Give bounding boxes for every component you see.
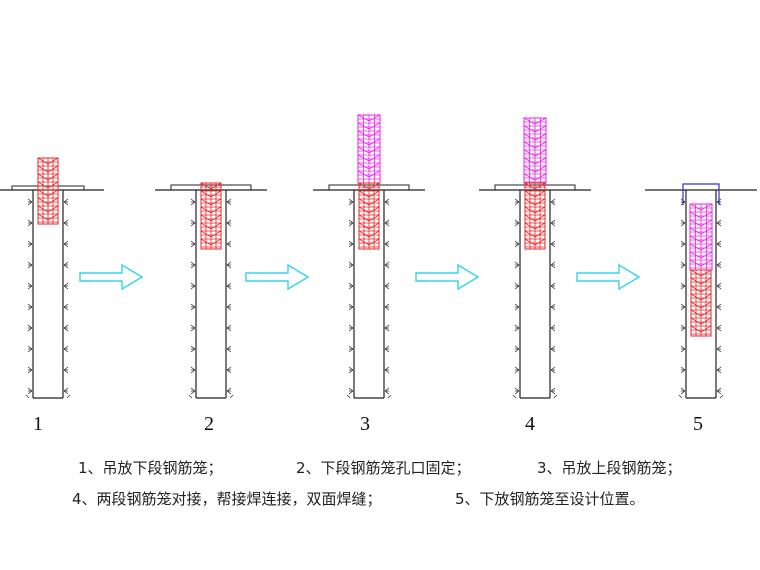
lower-rebar-cage bbox=[690, 269, 712, 337]
upper-rebar-cage bbox=[523, 117, 547, 184]
caption-step-3: 3、吊放上段钢筋笼； bbox=[537, 459, 682, 477]
borehole-step-2 bbox=[155, 182, 267, 399]
step-number-3: 3 bbox=[360, 413, 370, 435]
step-number-4: 4 bbox=[525, 413, 535, 435]
borehole-step-1 bbox=[0, 157, 104, 399]
caption-step-2: 2、下段钢筋笼孔口固定； bbox=[296, 459, 471, 477]
borehole-step-5 bbox=[645, 183, 757, 399]
lower-rebar-cage bbox=[200, 182, 222, 250]
caption-step-5: 5、下放钢筋笼至设计位置。 bbox=[455, 490, 645, 508]
progress-arrow-4 bbox=[576, 263, 641, 291]
upper-rebar-cage bbox=[689, 203, 713, 271]
caption-step-4: 4、两段钢筋笼对接，帮接焊连接，双面焊缝； bbox=[72, 490, 382, 508]
lower-rebar-cage bbox=[524, 182, 546, 250]
lower-rebar-cage bbox=[37, 157, 59, 225]
progress-arrow-1 bbox=[79, 263, 144, 291]
progress-arrow-3 bbox=[415, 263, 480, 291]
step-number-5: 5 bbox=[693, 413, 703, 435]
borehole-step-3 bbox=[313, 114, 425, 399]
borehole-step-4 bbox=[479, 117, 591, 399]
caption-step-1: 1、吊放下段钢筋笼； bbox=[78, 459, 223, 477]
lower-rebar-cage bbox=[358, 182, 380, 250]
hanging-bar bbox=[682, 183, 720, 205]
step-number-1: 1 bbox=[33, 413, 43, 435]
upper-rebar-cage bbox=[357, 114, 381, 184]
progress-arrow-2 bbox=[245, 263, 310, 291]
step-number-2: 2 bbox=[204, 413, 214, 435]
